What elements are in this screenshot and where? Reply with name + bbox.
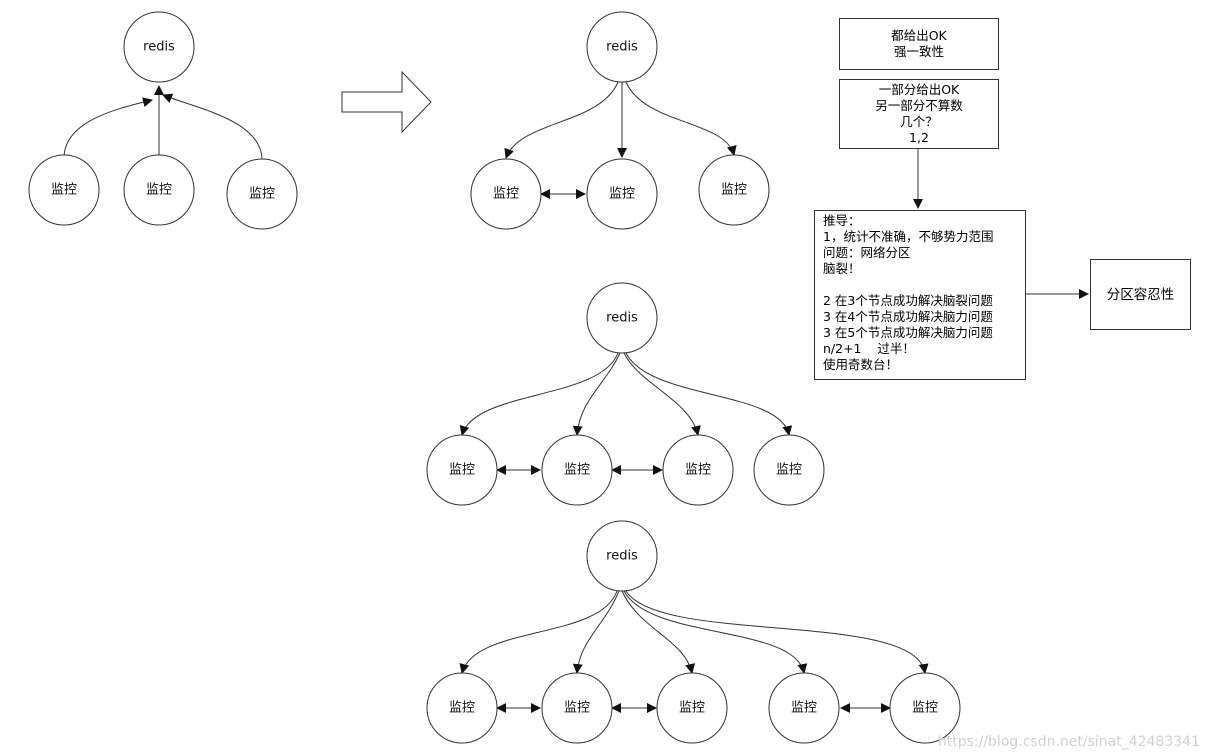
edge	[572, 590, 620, 674]
edge	[621, 590, 696, 674]
redis-label: redis	[606, 549, 638, 564]
monitor-node	[226, 158, 298, 230]
edge	[459, 590, 618, 674]
monitor-node	[656, 672, 728, 744]
derivation-line: 问题：网络分区	[823, 245, 911, 260]
box-line: 另一部分不算数	[875, 98, 963, 113]
monitor-label: 监控	[776, 463, 802, 478]
all-ok-box: 都给出OK 强一致性	[839, 18, 999, 70]
box-line: 都给出OK	[891, 28, 947, 43]
derivation-line: 脑裂！	[823, 261, 861, 276]
monitor-node	[541, 434, 613, 506]
monitor-node	[541, 672, 613, 744]
monitor-label: 监控	[449, 701, 475, 716]
edge	[623, 352, 701, 436]
monitor-label: 监控	[493, 187, 519, 202]
watermark: https://blog.csdn.net/sinat_42483341	[937, 734, 1200, 750]
partition-tolerance-box: 分区容忍性	[1090, 259, 1191, 330]
derivation-line: 2 在3个节点成功解决脑裂问题	[823, 293, 993, 308]
derivation-line: 使用奇数台！	[823, 357, 899, 372]
edge	[623, 590, 808, 674]
edge	[625, 81, 737, 156]
redis-label: redis	[606, 311, 638, 326]
monitor-node	[768, 672, 840, 744]
monitor-node	[470, 158, 542, 230]
edge	[625, 590, 929, 674]
monitor-node	[123, 154, 195, 226]
derivation-box: 推导： 1，统计不准确，不够势力范围 问题：网络分区 脑裂！ 2 在3个节点成功…	[814, 210, 1026, 380]
edge	[63, 97, 153, 159]
monitor-label: 监控	[721, 183, 747, 198]
derivation-line: 3 在4个节点成功解决脑力问题	[823, 309, 993, 324]
edge	[459, 352, 619, 436]
monitor-node	[426, 672, 498, 744]
edge	[162, 93, 263, 161]
monitor-label: 监控	[609, 187, 635, 202]
edge	[504, 81, 619, 159]
monitor-node	[586, 158, 658, 230]
derivation-line: 推导：	[823, 213, 861, 228]
redis-label: redis	[143, 40, 175, 55]
big-arrow-shape	[341, 70, 432, 134]
monitor-label: 监控	[564, 701, 590, 716]
monitor-label: 监控	[685, 463, 711, 478]
derivation-line: n/2+1 过半！	[823, 341, 915, 356]
redis-node	[586, 520, 658, 592]
derivation-line	[823, 277, 1017, 293]
monitor-node	[698, 154, 770, 226]
monitor-label: 监控	[679, 701, 705, 716]
monitor-node	[753, 434, 825, 506]
partition-tolerance-label: 分区容忍性	[1106, 286, 1175, 303]
edge	[625, 352, 793, 436]
box-line: 一部分给出OK	[878, 82, 960, 97]
monitor-label: 监控	[564, 463, 590, 478]
derivation-line: 1，统计不准确，不够势力范围	[823, 229, 994, 244]
monitor-node	[662, 434, 734, 506]
monitor-label: 监控	[249, 187, 275, 202]
monitor-label: 监控	[51, 183, 77, 198]
monitor-label: 监控	[449, 463, 475, 478]
edge	[572, 352, 621, 436]
monitor-label: 监控	[791, 701, 817, 716]
monitor-node	[28, 154, 100, 226]
box-line: 几个？	[900, 114, 938, 129]
box-line: 强一致性	[893, 44, 944, 59]
redis-label: redis	[606, 40, 638, 55]
box-line: 1,2	[909, 130, 929, 145]
monitor-label: 监控	[146, 183, 172, 198]
redis-node	[586, 11, 658, 83]
redis-node	[123, 11, 195, 83]
monitor-node	[889, 672, 961, 744]
monitor-label: 监控	[912, 701, 938, 716]
partial-ok-box: 一部分给出OK 另一部分不算数 几个？ 1,2	[839, 79, 999, 149]
redis-node	[586, 282, 658, 354]
derivation-line: 3 在5个节点成功解决脑力问题	[823, 325, 993, 340]
monitor-node	[426, 434, 498, 506]
